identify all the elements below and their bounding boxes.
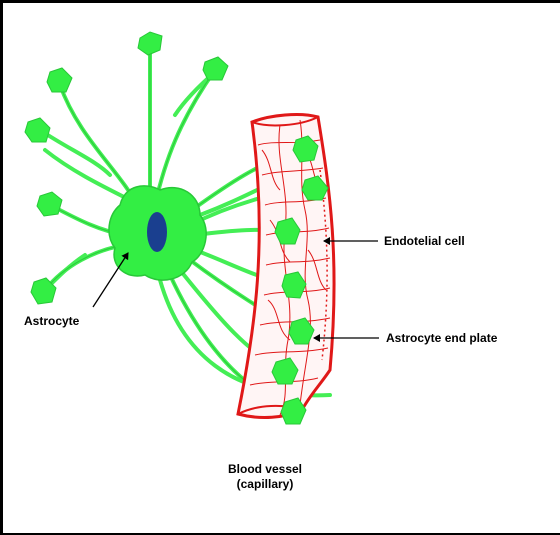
blood-vessel-label-line1: Blood vessel — [195, 462, 335, 477]
blood-vessel-label-line2: (capillary) — [195, 477, 335, 492]
endothelial-cell-label: Endotelial cell — [384, 234, 465, 249]
astrocyte-label: Astrocyte — [24, 314, 79, 329]
astrocyte-end-plate-label: Astrocyte end plate — [386, 331, 497, 346]
blood-vessel-label: Blood vessel (capillary) — [195, 462, 335, 492]
astrocyte-nucleus — [147, 212, 167, 252]
astrocyte-arrow — [93, 253, 128, 307]
